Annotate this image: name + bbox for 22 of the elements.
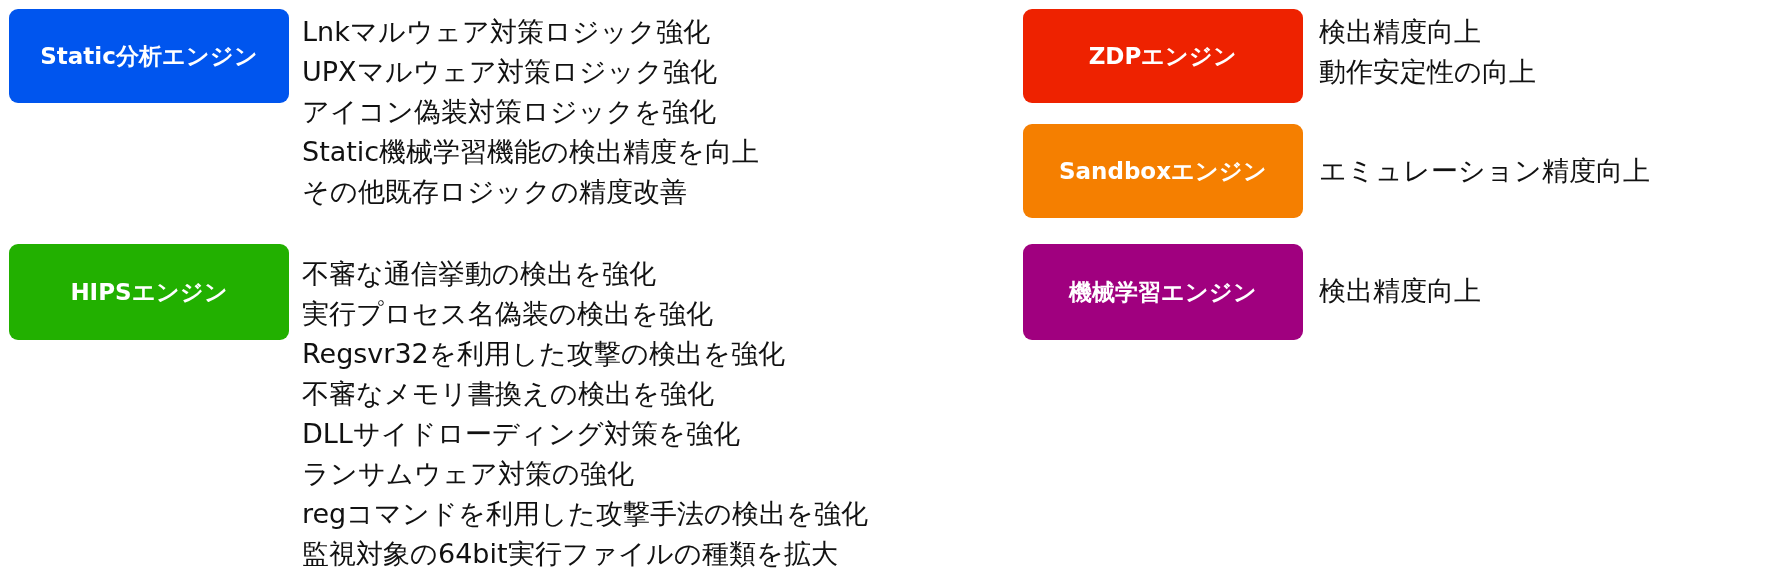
feature-note: Regsvr32を利用した攻撃の検出を強化 [302, 337, 785, 371]
feature-note: その他既存ロジックの精度改善 [302, 175, 687, 209]
engine-box: HIPSエンジン [9, 244, 289, 340]
feature-note: 不審なメモリ書換えの検出を強化 [302, 377, 714, 411]
feature-note: 実行プロセス名偽装の検出を強化 [302, 297, 713, 331]
feature-note: 不審な通信挙動の検出を強化 [302, 257, 656, 291]
feature-note: 検出精度向上 [1319, 15, 1481, 49]
feature-note: エミュレーション精度向上 [1319, 154, 1650, 188]
feature-note: Static機械学習機能の検出精度を向上 [302, 135, 760, 169]
feature-note: regコマンドを利用した攻撃手法の検出を強化 [302, 497, 869, 531]
feature-note: 検出精度向上 [1319, 274, 1481, 308]
engine-box: Static分析エンジン [9, 9, 289, 103]
engine-box: 機械学習エンジン [1023, 244, 1303, 340]
feature-note: アイコン偽装対策ロジックを強化 [302, 95, 716, 129]
engine-box: Sandboxエンジン [1023, 124, 1303, 218]
feature-note: 監視対象の64bit実行ファイルの種類を拡大 [302, 537, 838, 571]
feature-note: Lnkマルウェア対策ロジック強化 [302, 15, 710, 49]
feature-note: 動作安定性の向上 [1319, 55, 1536, 89]
feature-note: ランサムウェア対策の強化 [302, 457, 634, 491]
engine-box: ZDPエンジン [1023, 9, 1303, 103]
feature-note: UPXマルウェア対策ロジック強化 [302, 55, 717, 89]
feature-note: DLLサイドローディング対策を強化 [302, 417, 740, 451]
